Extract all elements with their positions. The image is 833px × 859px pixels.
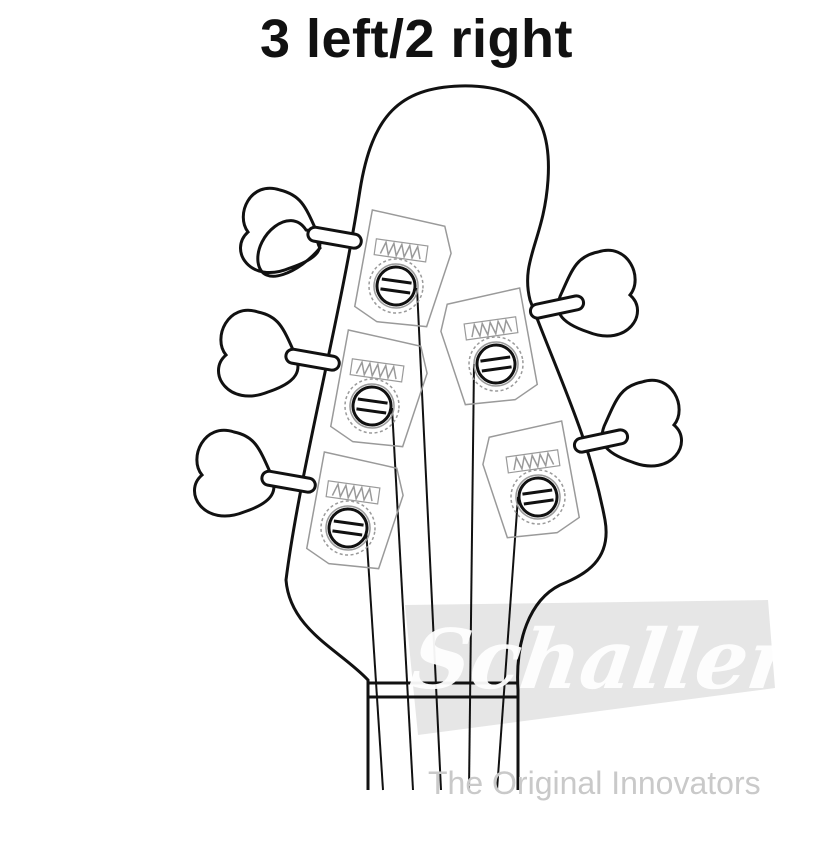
tuner-post-left-3 — [260, 469, 317, 494]
strings — [365, 287, 519, 791]
watermark-logo: Schaller — [405, 612, 799, 708]
tuner-plate-left-1 — [353, 209, 452, 328]
tuner-plate-right-2 — [482, 420, 581, 539]
tuner-post-left-2 — [284, 347, 341, 372]
tuner-left-3 — [193, 428, 404, 570]
tuner-key-button-right-1 — [556, 248, 639, 338]
tuner-plate-right-1 — [440, 287, 539, 406]
watermark-tagline: The Original Innovators — [428, 765, 761, 801]
tuner-left-2 — [217, 308, 428, 448]
tuner-key-button-right-2 — [600, 378, 683, 468]
watermark-logo-background — [405, 600, 775, 735]
string-4 — [468, 363, 475, 791]
tuner-post-left-1 — [306, 225, 363, 250]
tuner-right-2 — [482, 378, 683, 539]
tuner-key-button-left-2 — [217, 308, 300, 398]
headstock-outline — [284, 84, 608, 790]
nut — [368, 681, 518, 699]
tuner-key-button-left-3 — [193, 428, 276, 518]
string-1 — [365, 527, 384, 791]
tuner-plate-left-3 — [305, 451, 404, 570]
tuner-post-right-1 — [528, 294, 586, 320]
string-2 — [391, 407, 414, 791]
string-5 — [496, 496, 519, 791]
diagram-title: 3 left/2 right — [259, 9, 574, 69]
string-3 — [416, 287, 442, 791]
tuner-left-1 — [239, 186, 452, 328]
tuner-plate-left-2 — [329, 329, 428, 448]
tuner-right-1 — [440, 248, 639, 406]
tuner-post-right-2 — [572, 428, 630, 454]
